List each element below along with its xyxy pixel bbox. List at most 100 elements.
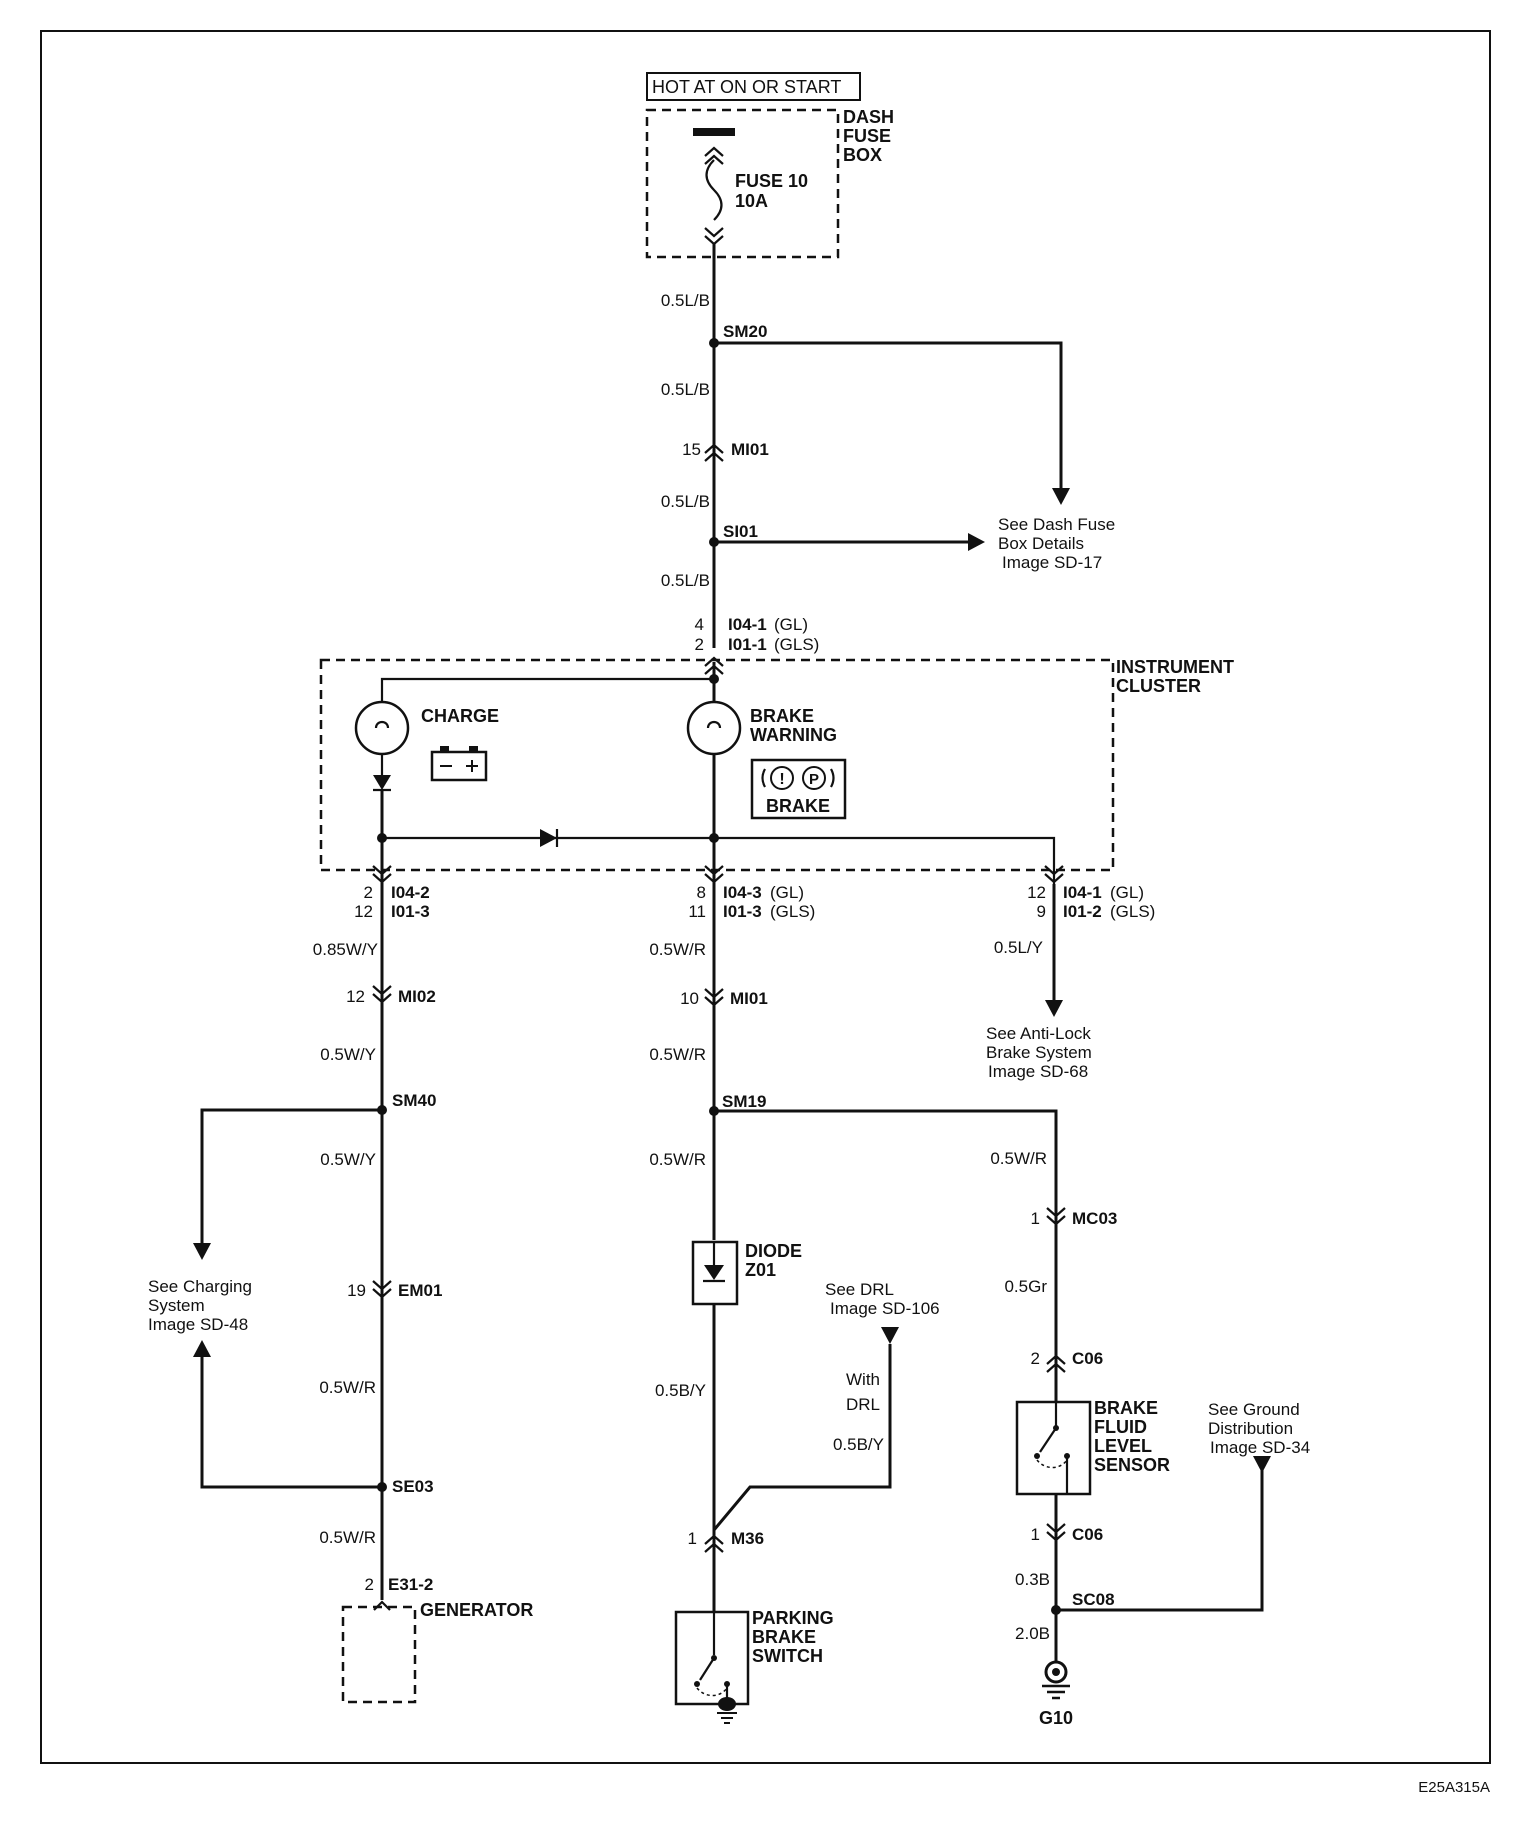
brake-label-2: WARNING [750,725,837,745]
diode-z01-icon [704,1265,724,1280]
generator-box [341,1605,417,1704]
wire-to-charging-system [200,1108,382,1245]
m36-pin: 1 [688,1529,697,1548]
c06-bottom-name: C06 [1072,1525,1103,1544]
parking-label-3: SWITCH [752,1646,823,1666]
charge-out-pin-1: 2 [364,883,373,902]
e31-name: E31-2 [388,1575,433,1594]
mc03-pin: 1 [1031,1209,1040,1228]
fuse-10-icon [705,159,723,221]
wire-label-3: 0.5L/B [661,492,710,511]
em01-pin: 19 [347,1281,366,1300]
brake-wire-label-2: 0.5W/R [649,1045,706,1064]
brake-warning-lamp-icon [686,700,742,756]
brake-symbol-2: P [809,771,819,788]
arrow-down-icon [881,1327,899,1344]
fuse-ref-2: Box Details [998,534,1084,553]
fuse-name: FUSE 10 [735,171,808,191]
abs-ref-1: See Anti-Lock [986,1024,1091,1043]
fuse-box-label-3: BOX [843,145,882,165]
brake-out-pin-2: 11 [688,902,706,921]
fluid-wire-label-4: 2.0B [1015,1624,1050,1643]
fuse-terminal-bottom [703,226,725,246]
cluster-in-suffix-2: (GLS) [774,635,819,654]
mi01-mid-name: MI01 [730,989,768,1008]
mi01-mid-pin: 10 [680,989,699,1008]
charge-wire-label-3: 0.5W/Y [320,1150,376,1169]
mi01-top-name: MI01 [731,440,769,459]
brake-out-suffix-1: (GL) [770,883,804,902]
ground-g10-label: G10 [1039,1708,1073,1728]
abs-ref-3: Image SD-68 [988,1062,1088,1081]
ground-ref-2: Distribution [1208,1419,1293,1438]
arrow-down-icon [1045,1000,1063,1017]
c06-top-pin: 2 [1031,1349,1040,1368]
case-ground-icon [718,1697,736,1711]
abs-out-name-1: I04-1 [1063,883,1102,902]
abs-out-pin-1: 12 [1027,883,1046,902]
wire-to-fuse-details [714,341,1063,495]
power-source-box [646,72,861,101]
c06-top-name: C06 [1072,1349,1103,1368]
parking-icon [802,766,826,790]
charge-lamp-icon [354,700,410,756]
charge-out-pin-2: 12 [354,902,373,921]
cluster-in-name-1: I04-1 [728,615,767,634]
exclamation-icon [770,766,794,790]
diagram-frame [40,30,1491,1764]
float-switch-icon [1039,1427,1057,1453]
brake-out-suffix-2: (GLS) [770,902,815,921]
abs-out-suffix-2: (GLS) [1110,902,1155,921]
fuse-rating: 10A [735,191,768,211]
charging-ref-1: See Charging [148,1277,252,1296]
brake-symbol-text: BRAKE [766,796,830,816]
e31-pin: 2 [365,1575,374,1594]
arrow-right-icon [968,533,985,551]
drl-label-2: DRL [846,1395,880,1414]
drl-wire [712,1344,892,1531]
arrow-down-icon [1253,1456,1271,1473]
charge-wire-label-2: 0.5W/Y [320,1045,376,1064]
splice-sm40: SM40 [392,1091,436,1110]
cluster-in-name-2: I01-1 [728,635,767,654]
fuse-box-label-2: FUSE [843,126,891,146]
wire-from-charging-system [200,1355,382,1489]
c06-bottom-pin: 1 [1031,1525,1040,1544]
splice-si01: SI01 [723,522,758,541]
charge-wire-label-5: 0.5W/R [319,1528,376,1547]
charging-ref-2: System [148,1296,205,1315]
diode-name: DIODE [745,1241,802,1261]
power-source-label: HOT AT ON OR START [652,77,841,97]
diode-id: Z01 [745,1260,776,1280]
fuse-ref-3: Image SD-17 [1002,553,1102,572]
brake-symbol-1: ! [779,771,784,788]
drl-wire-label: 0.5B/Y [833,1435,884,1454]
brake-symbol-box [750,758,847,820]
parking-label-2: BRAKE [752,1627,816,1647]
charge-out-name-1: I04-2 [391,883,430,902]
arrow-down-icon [1052,488,1070,505]
parking-brake-switch-box [674,1610,750,1706]
brake-fluid-sensor-box [1015,1400,1092,1496]
cluster-in-pin-2: 2 [695,635,704,654]
fluid-label-2: FLUID [1094,1417,1147,1437]
fluid-sensor-wire [714,1109,1058,1402]
drl-label-1: With [846,1370,880,1389]
wire-to-ground-distribution [1056,1470,1264,1612]
charge-wire-label-1: 0.85W/Y [313,940,378,959]
dash-fuse-box [645,108,840,259]
brake-out-name-2: I01-3 [723,902,762,921]
arrow-up-icon [193,1340,211,1357]
abs-out-pin-2: 9 [1037,902,1046,921]
fuse-terminal-top [703,146,725,166]
charge-lamp-filament [374,720,390,729]
mi02-name: MI02 [398,987,436,1006]
abs-out-name-2: I01-2 [1063,902,1102,921]
charge-wire-label-4: 0.5W/R [319,1378,376,1397]
fluid-wire-label-2: 0.5Gr [1004,1277,1047,1296]
splice-sm19: SM19 [722,1092,766,1111]
splice-se03-dot [377,1482,387,1492]
parking-label-1: PARKING [752,1608,834,1628]
wire-label-1: 0.5L/B [661,291,710,310]
cluster-in-pin-1: 4 [695,615,704,634]
